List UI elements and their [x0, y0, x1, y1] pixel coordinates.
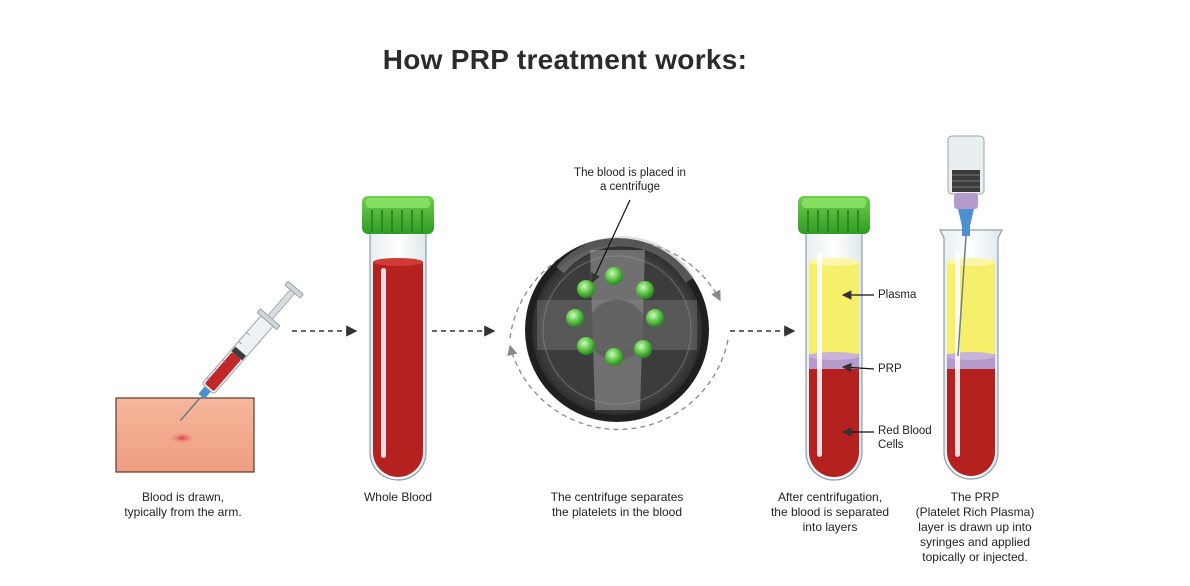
syringe-icon — [947, 135, 985, 357]
step2-caption: Whole Blood — [363, 490, 433, 504]
prp-extraction — [939, 135, 1003, 480]
tube-cap — [798, 196, 870, 234]
centrifuge-note: The blood is placed in a centrifuge — [568, 166, 692, 194]
tube-cap — [362, 196, 434, 234]
centrifuge — [507, 199, 729, 431]
centrifuge-note-pointer — [591, 199, 631, 284]
centrifuge-note-line: The blood is placed in — [574, 167, 686, 179]
puncture-mark — [168, 432, 196, 444]
plasma-label: Plasma — [878, 289, 917, 301]
step5-caption: The PRP (Platelet Rich Plasma) layer is … — [915, 490, 1035, 564]
centrifuge-note-line: a centrifuge — [599, 181, 661, 193]
rotation-arrow-bottom — [507, 339, 729, 431]
prp-pointer — [841, 362, 875, 373]
step1-caption: Blood is drawn, typically from the arm. — [124, 490, 242, 519]
page-title: How PRP treatment works: — [382, 44, 748, 75]
step4-caption: After centrifugation, the blood is separ… — [770, 490, 890, 534]
step3-caption: The centrifuge separates the platelets i… — [550, 490, 684, 519]
whole-blood-tube — [362, 196, 434, 481]
syringe-icon — [179, 281, 304, 422]
step1-illustration — [115, 281, 304, 473]
separated-tube — [798, 196, 875, 481]
centrifuge-samples — [566, 267, 664, 366]
prp-label: PRP — [878, 363, 902, 375]
red-blood-cells-label: Red Blood Cells — [878, 425, 932, 451]
